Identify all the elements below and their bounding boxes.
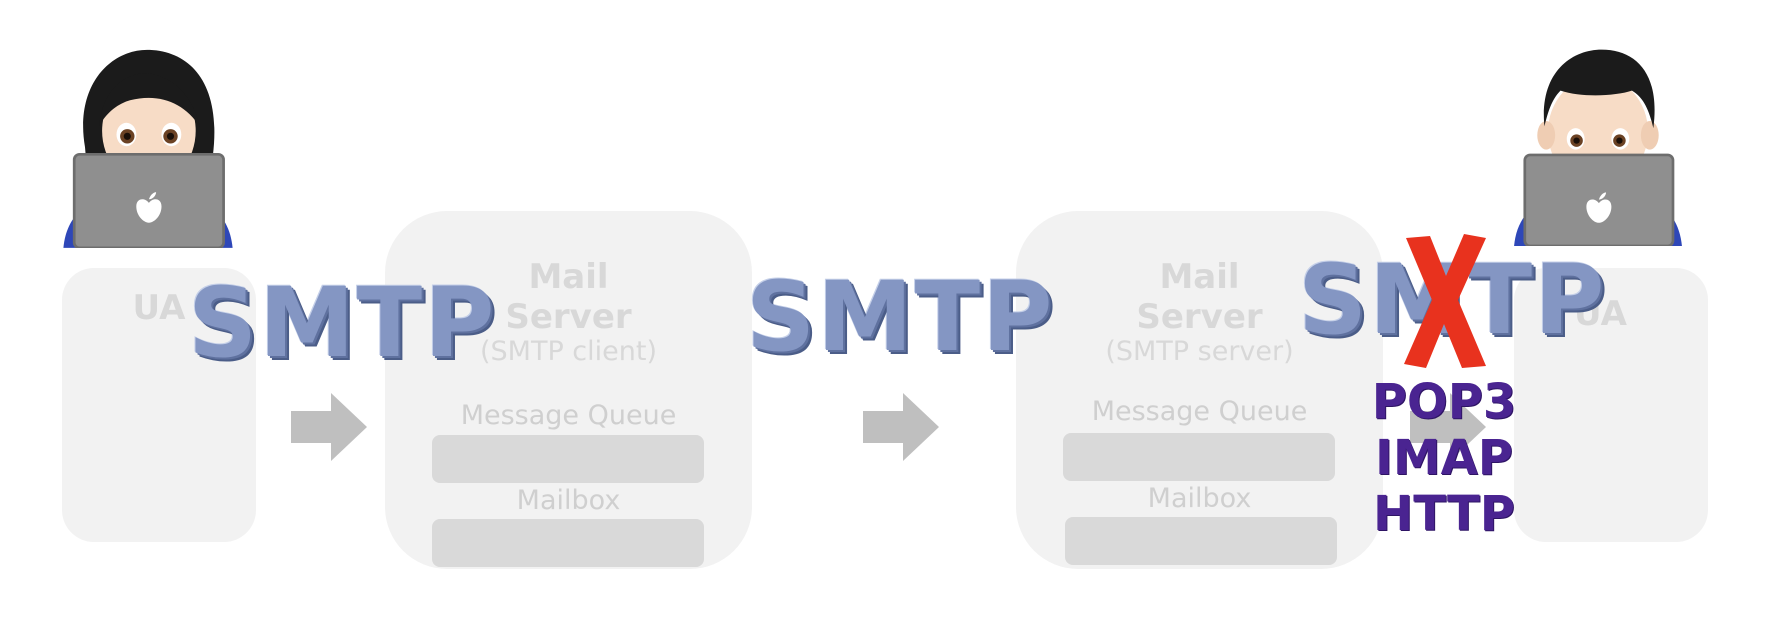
receiver-queue-slot [1063,433,1335,481]
sender-server-title-line2: Server [505,297,632,337]
sender-mailbox-label: Mailbox [516,485,621,516]
sender-server-title-line1: Mail [528,257,609,297]
receiver-mail-server-box: Mail Server (SMTP server) Message Queue … [1016,211,1383,569]
sender-ua-box: UA [62,268,256,542]
woman-technologist-icon [63,49,233,248]
pop3-label: POP3 [1371,374,1517,430]
sender-server-subtitle: (SMTP client) [479,336,658,367]
receiver-ua-label: UA [1574,294,1627,334]
receiver-mailbox-label: Mailbox [1147,483,1252,514]
receiver-mailbox-slot [1065,517,1337,565]
arrow-right-icon [1410,393,1486,461]
receiver-ua-box: UA [1514,268,1708,542]
arrow-right-icon [863,393,939,461]
smtp-label-sender-to-server: SMTP [188,267,497,379]
sender-ua-label: UA [132,288,186,328]
sender-queue-label: Message Queue [460,400,677,431]
smtp-label-server-to-server: SMTP [746,261,1055,373]
receiver-server-title-line2: Server [1136,297,1263,337]
sender-queue-slot [432,435,704,483]
sender-mailbox-slot [432,519,704,567]
receiver-server-title-line1: Mail [1159,257,1240,297]
sender-mail-server-box: Mail Server (SMTP client) Message Queue … [385,211,752,569]
receiver-queue-label: Message Queue [1091,396,1308,427]
http-label: HTTP [1373,486,1515,542]
arrow-right-icon [291,393,367,461]
cross-mark-icon [1404,234,1486,368]
man-technologist-icon [1514,49,1682,246]
imap-label: IMAP [1375,430,1513,486]
receiver-server-subtitle: (SMTP server) [1105,336,1294,367]
